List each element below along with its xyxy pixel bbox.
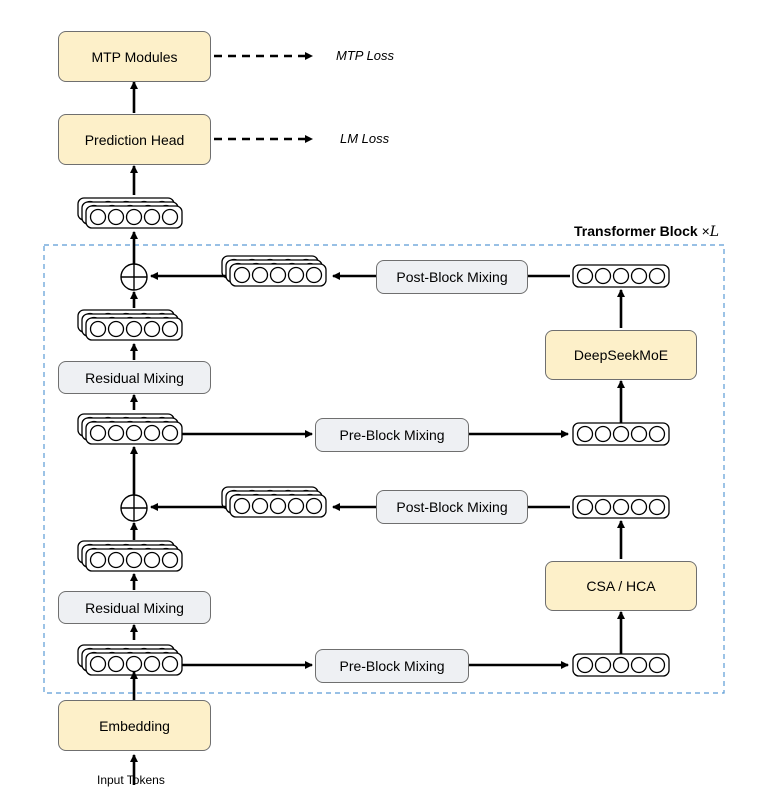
add-node-top xyxy=(120,263,148,291)
embedding-box: Embedding xyxy=(58,700,211,751)
hidden-stack-output-layer-1 xyxy=(85,205,183,229)
residual-mixing-top-label: Residual Mixing xyxy=(85,369,184,386)
post-block-mixing-top-label: Post-Block Mixing xyxy=(396,269,508,285)
attn-output-vector xyxy=(572,495,670,519)
pre-block-mixing-top-label: Pre-Block Mixing xyxy=(339,427,445,443)
deepseek-moe-box: DeepSeekMoE xyxy=(545,330,697,380)
title-text: Transformer Block xyxy=(574,223,698,239)
attn-input-vector-bottom xyxy=(572,653,670,677)
residual-mixing-top-box: Residual Mixing xyxy=(58,361,211,394)
pre-block-mixing-bottom-box: Pre-Block Mixing xyxy=(315,649,469,683)
post-block-stack-top-layer-1 xyxy=(229,263,327,287)
hidden-stack-bottom-layer-1 xyxy=(85,548,183,572)
csa-hca-label: CSA / HCA xyxy=(586,578,656,594)
deepseek-moe-label: DeepSeekMoE xyxy=(573,347,669,363)
prediction-head-label: Prediction Head xyxy=(84,131,185,148)
input-tokens-label: Input Tokens xyxy=(97,773,165,787)
mtp-modules-box: MTP Modules xyxy=(58,31,211,82)
post-block-mixing-top-box: Post-Block Mixing xyxy=(376,260,528,294)
vector-groups xyxy=(77,197,670,677)
attn-input-vector-top xyxy=(572,422,670,446)
moe-output-vector xyxy=(572,264,670,288)
residual-mixing-bottom-box: Residual Mixing xyxy=(58,591,211,624)
prediction-head-box: Prediction Head xyxy=(58,114,211,165)
dashed-loss-arrows xyxy=(214,52,313,143)
title-var: L xyxy=(709,224,720,240)
embedding-label: Embedding xyxy=(99,717,170,734)
pre-block-mixing-top-box: Pre-Block Mixing xyxy=(315,418,469,452)
title-times: × xyxy=(701,223,710,239)
residual-mixing-bottom-label: Residual Mixing xyxy=(85,599,184,616)
post-block-mixing-bottom-box: Post-Block Mixing xyxy=(376,490,528,524)
pre-block-mixing-bottom-label: Pre-Block Mixing xyxy=(339,658,445,674)
mtp-modules-label: MTP Modules xyxy=(91,48,178,65)
transformer-block-title: Transformer Block ×L xyxy=(574,223,719,240)
hidden-stack-pre-top-layer-1 xyxy=(85,421,183,445)
csa-hca-box: CSA / HCA xyxy=(545,561,697,611)
lm-loss-label: LM Loss xyxy=(340,131,390,146)
hidden-stack-input-layer-1 xyxy=(85,652,183,676)
arrows xyxy=(130,81,625,785)
add-node-bottom xyxy=(120,494,148,522)
post-block-mixing-bottom-label: Post-Block Mixing xyxy=(396,499,508,515)
post-block-stack-bottom-layer-1 xyxy=(229,494,327,518)
mtp-loss-label: MTP Loss xyxy=(336,48,395,63)
hidden-stack-top-layer-1 xyxy=(85,317,183,341)
transformer-block-frame xyxy=(43,244,725,694)
